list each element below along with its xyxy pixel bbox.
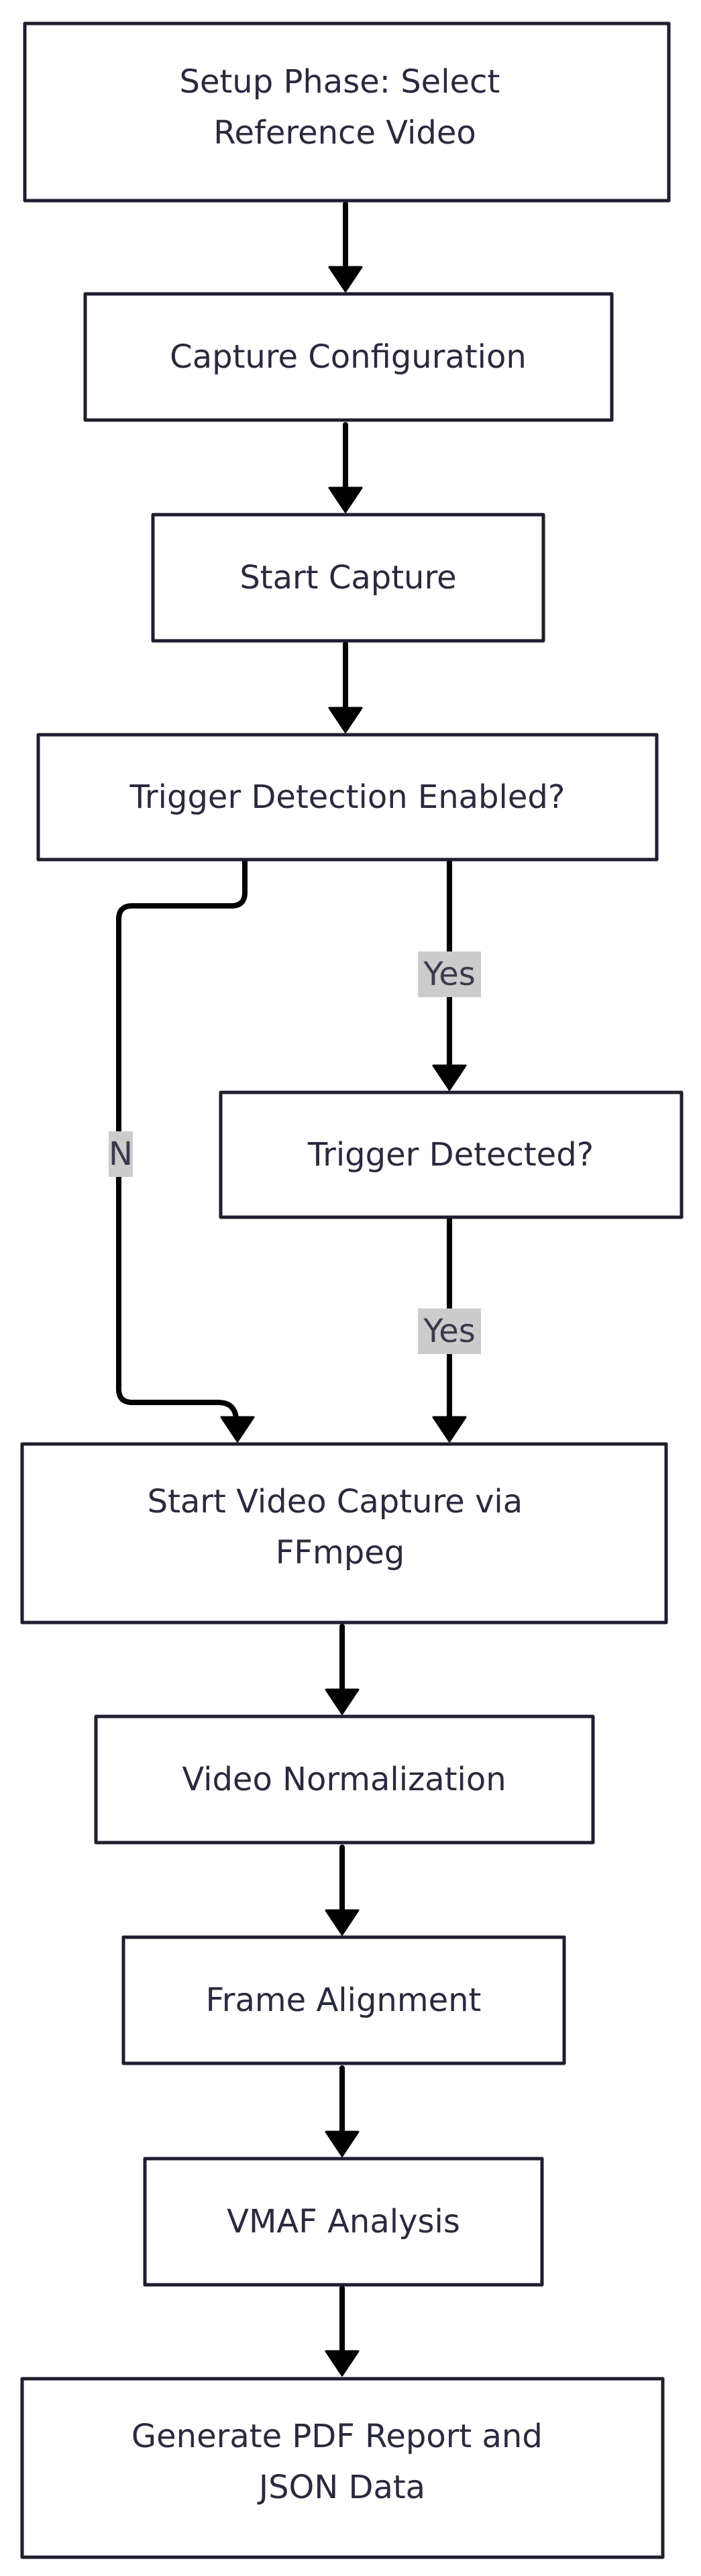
node-setup-phase: Setup Phase: Select Reference Video bbox=[23, 21, 671, 203]
edge-label-detected-yes: Yes bbox=[418, 1308, 481, 1354]
node-trigger-detection-enabled: Trigger Detection Enabled? bbox=[36, 733, 659, 862]
svg-text:N: N bbox=[109, 1135, 133, 1173]
svg-text:Setup Phase: Select Refe: Setup Phase: Select Reference Video bbox=[179, 63, 510, 152]
edge-setup-to-config bbox=[328, 201, 363, 293]
edge-vmaf-to-report bbox=[325, 2285, 360, 2377]
node-video-normalization: Video Normalization bbox=[94, 1714, 595, 1845]
node-start-capture: Start Capture bbox=[151, 513, 545, 643]
node-generate-report: Generate PDF Report and JSON Data bbox=[20, 2377, 665, 2559]
edge-label-enabled-no: N bbox=[109, 1131, 133, 1177]
edge-ffmpeg-to-normalization bbox=[325, 1624, 360, 1715]
node-trigger-detected: Trigger Detected? bbox=[219, 1090, 684, 1219]
svg-text:Generate PDF Report and: Generate PDF Report and JSON Data bbox=[131, 2418, 553, 2506]
edge-config-to-start bbox=[328, 422, 363, 513]
svg-text:Frame Alignment: Frame Alignment bbox=[206, 1981, 482, 2019]
svg-text:Trigger Detection Enabled?: Trigger Detection Enabled? bbox=[129, 778, 565, 816]
edge-normalization-to-alignment bbox=[325, 1845, 360, 1936]
svg-text:Capture Configuration: Capture Configuration bbox=[170, 338, 527, 376]
edge-alignment-to-vmaf bbox=[325, 2065, 360, 2157]
node-frame-alignment: Frame Alignment bbox=[121, 1935, 566, 2065]
node-vmaf-analysis: VMAF Analysis bbox=[143, 2157, 544, 2287]
svg-text:Video Normalization: Video Normalization bbox=[182, 1761, 506, 1798]
edge-label-enabled-yes: Yes bbox=[418, 951, 481, 997]
node-start-video-capture-ffmpeg: Start Video Capture via FFmpeg bbox=[20, 1442, 668, 1625]
svg-text:Trigger Detected?: Trigger Detected? bbox=[307, 1136, 594, 1174]
edge-enabled-no bbox=[116, 858, 255, 1443]
svg-text:Start Capture: Start Capture bbox=[239, 559, 456, 597]
svg-text:VMAF Analysis: VMAF Analysis bbox=[227, 2203, 460, 2240]
svg-text:Start Video Capture via: Start Video Capture via FFmpeg bbox=[148, 1483, 533, 1572]
node-capture-configuration: Capture Configuration bbox=[83, 292, 614, 422]
svg-text:Yes: Yes bbox=[423, 1312, 475, 1350]
svg-text:Yes: Yes bbox=[423, 956, 475, 993]
edge-start-to-trigger-enabled bbox=[328, 641, 363, 733]
